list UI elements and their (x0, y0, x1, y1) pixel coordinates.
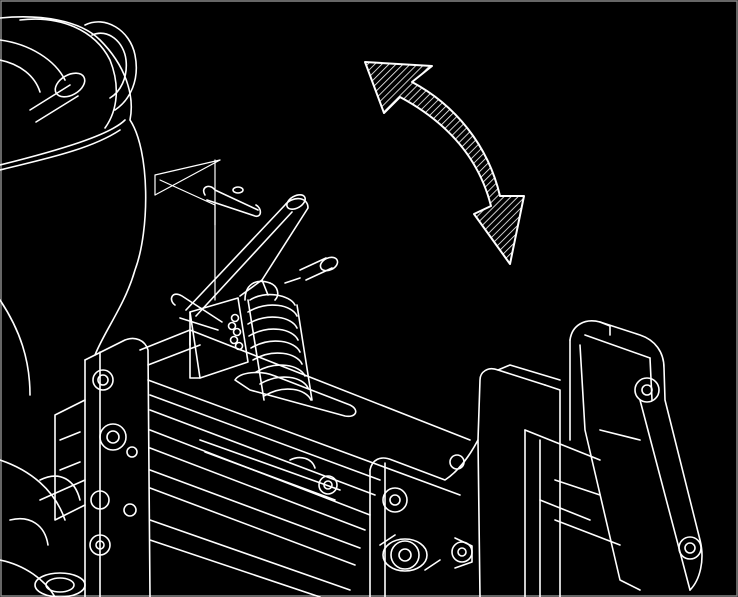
clevis-pin (284, 256, 339, 284)
lug-nut (318, 454, 473, 570)
hairpin-clip (202, 185, 262, 218)
coupler-plate (569, 320, 703, 591)
tension-spring (244, 280, 313, 401)
adjusting-bolt (89, 369, 138, 556)
housing (0, 16, 147, 597)
flange-bearing (34, 534, 441, 597)
axle-cap (29, 21, 138, 123)
pin-leader (154, 159, 221, 301)
frame-rails (39, 329, 471, 597)
lock-lever (185, 193, 309, 317)
pivot-arrow (364, 61, 525, 265)
mount-bracket (170, 293, 249, 379)
right-bracket (369, 364, 621, 597)
